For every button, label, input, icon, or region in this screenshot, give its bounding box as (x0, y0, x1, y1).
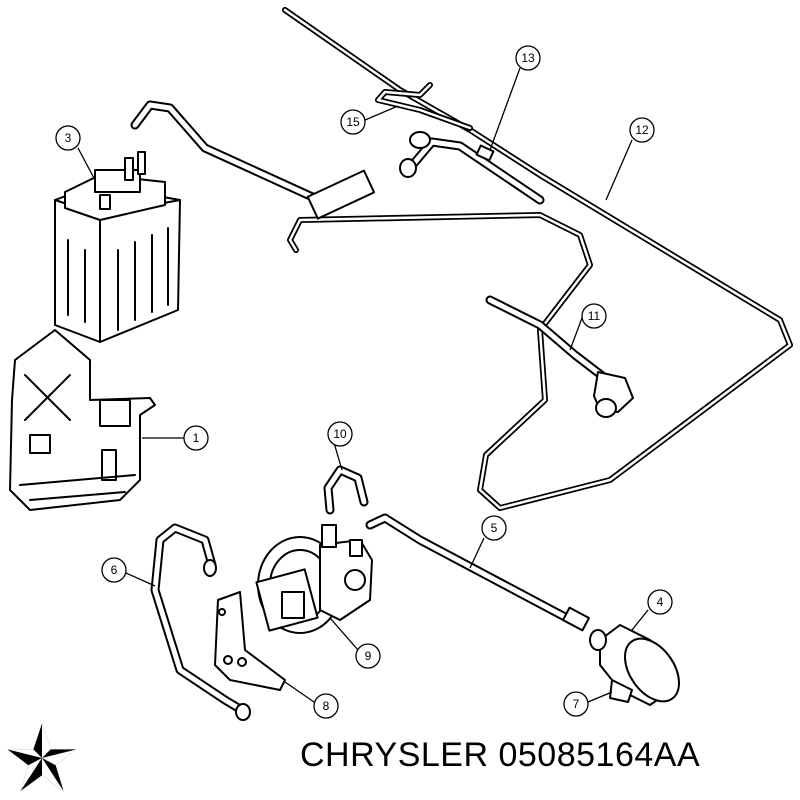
callout-11: 11 (569, 303, 607, 351)
callout-9: 9 (329, 617, 381, 669)
callout-12: 12 (605, 117, 655, 201)
callout-13-label: 13 (521, 51, 535, 65)
part-number-caption: CHRYSLER 05085164AA (300, 736, 701, 774)
callout-4-label: 4 (657, 595, 664, 609)
callout-1: 1 (142, 425, 209, 451)
pump-9 (255, 524, 373, 634)
callout-13: 13 (489, 45, 541, 151)
hose-5 (365, 513, 590, 632)
callout-12-label: 12 (635, 123, 649, 137)
hose-10 (323, 465, 369, 515)
bracket-1 (9, 329, 156, 511)
callout-3: 3 (55, 125, 96, 181)
callout-11-label: 11 (588, 309, 601, 323)
callout-5: 5 (469, 515, 507, 569)
callout-9-label: 9 (365, 649, 372, 663)
callout-8-label: 8 (323, 699, 330, 713)
callout-8: 8 (284, 681, 339, 719)
callout-15: 15 (340, 105, 399, 135)
canister-3 (54, 151, 181, 343)
callout-1-label: 1 (193, 431, 200, 445)
callout-7: 7 (563, 691, 613, 717)
callout-5-label: 5 (491, 521, 498, 535)
callout-6-label: 6 (111, 563, 118, 577)
callout-6: 6 (101, 557, 156, 587)
callout-10-label: 10 (333, 427, 347, 441)
pentastar-logo-icon (7, 723, 77, 792)
bracket-8 (214, 591, 286, 691)
callout-7-label: 7 (573, 697, 580, 711)
callout-15-label: 15 (346, 115, 360, 129)
hose-6 (150, 523, 251, 721)
callout-3-label: 3 (65, 131, 72, 145)
hose-11 (485, 295, 634, 418)
hose-12 (282, 7, 793, 511)
hose-top-elbow (130, 100, 376, 220)
hose-15 (375, 82, 473, 131)
callout-4: 4 (631, 589, 673, 631)
fitting-13 (399, 131, 545, 205)
filter-4 (589, 624, 680, 706)
callout-10: 10 (327, 421, 353, 471)
